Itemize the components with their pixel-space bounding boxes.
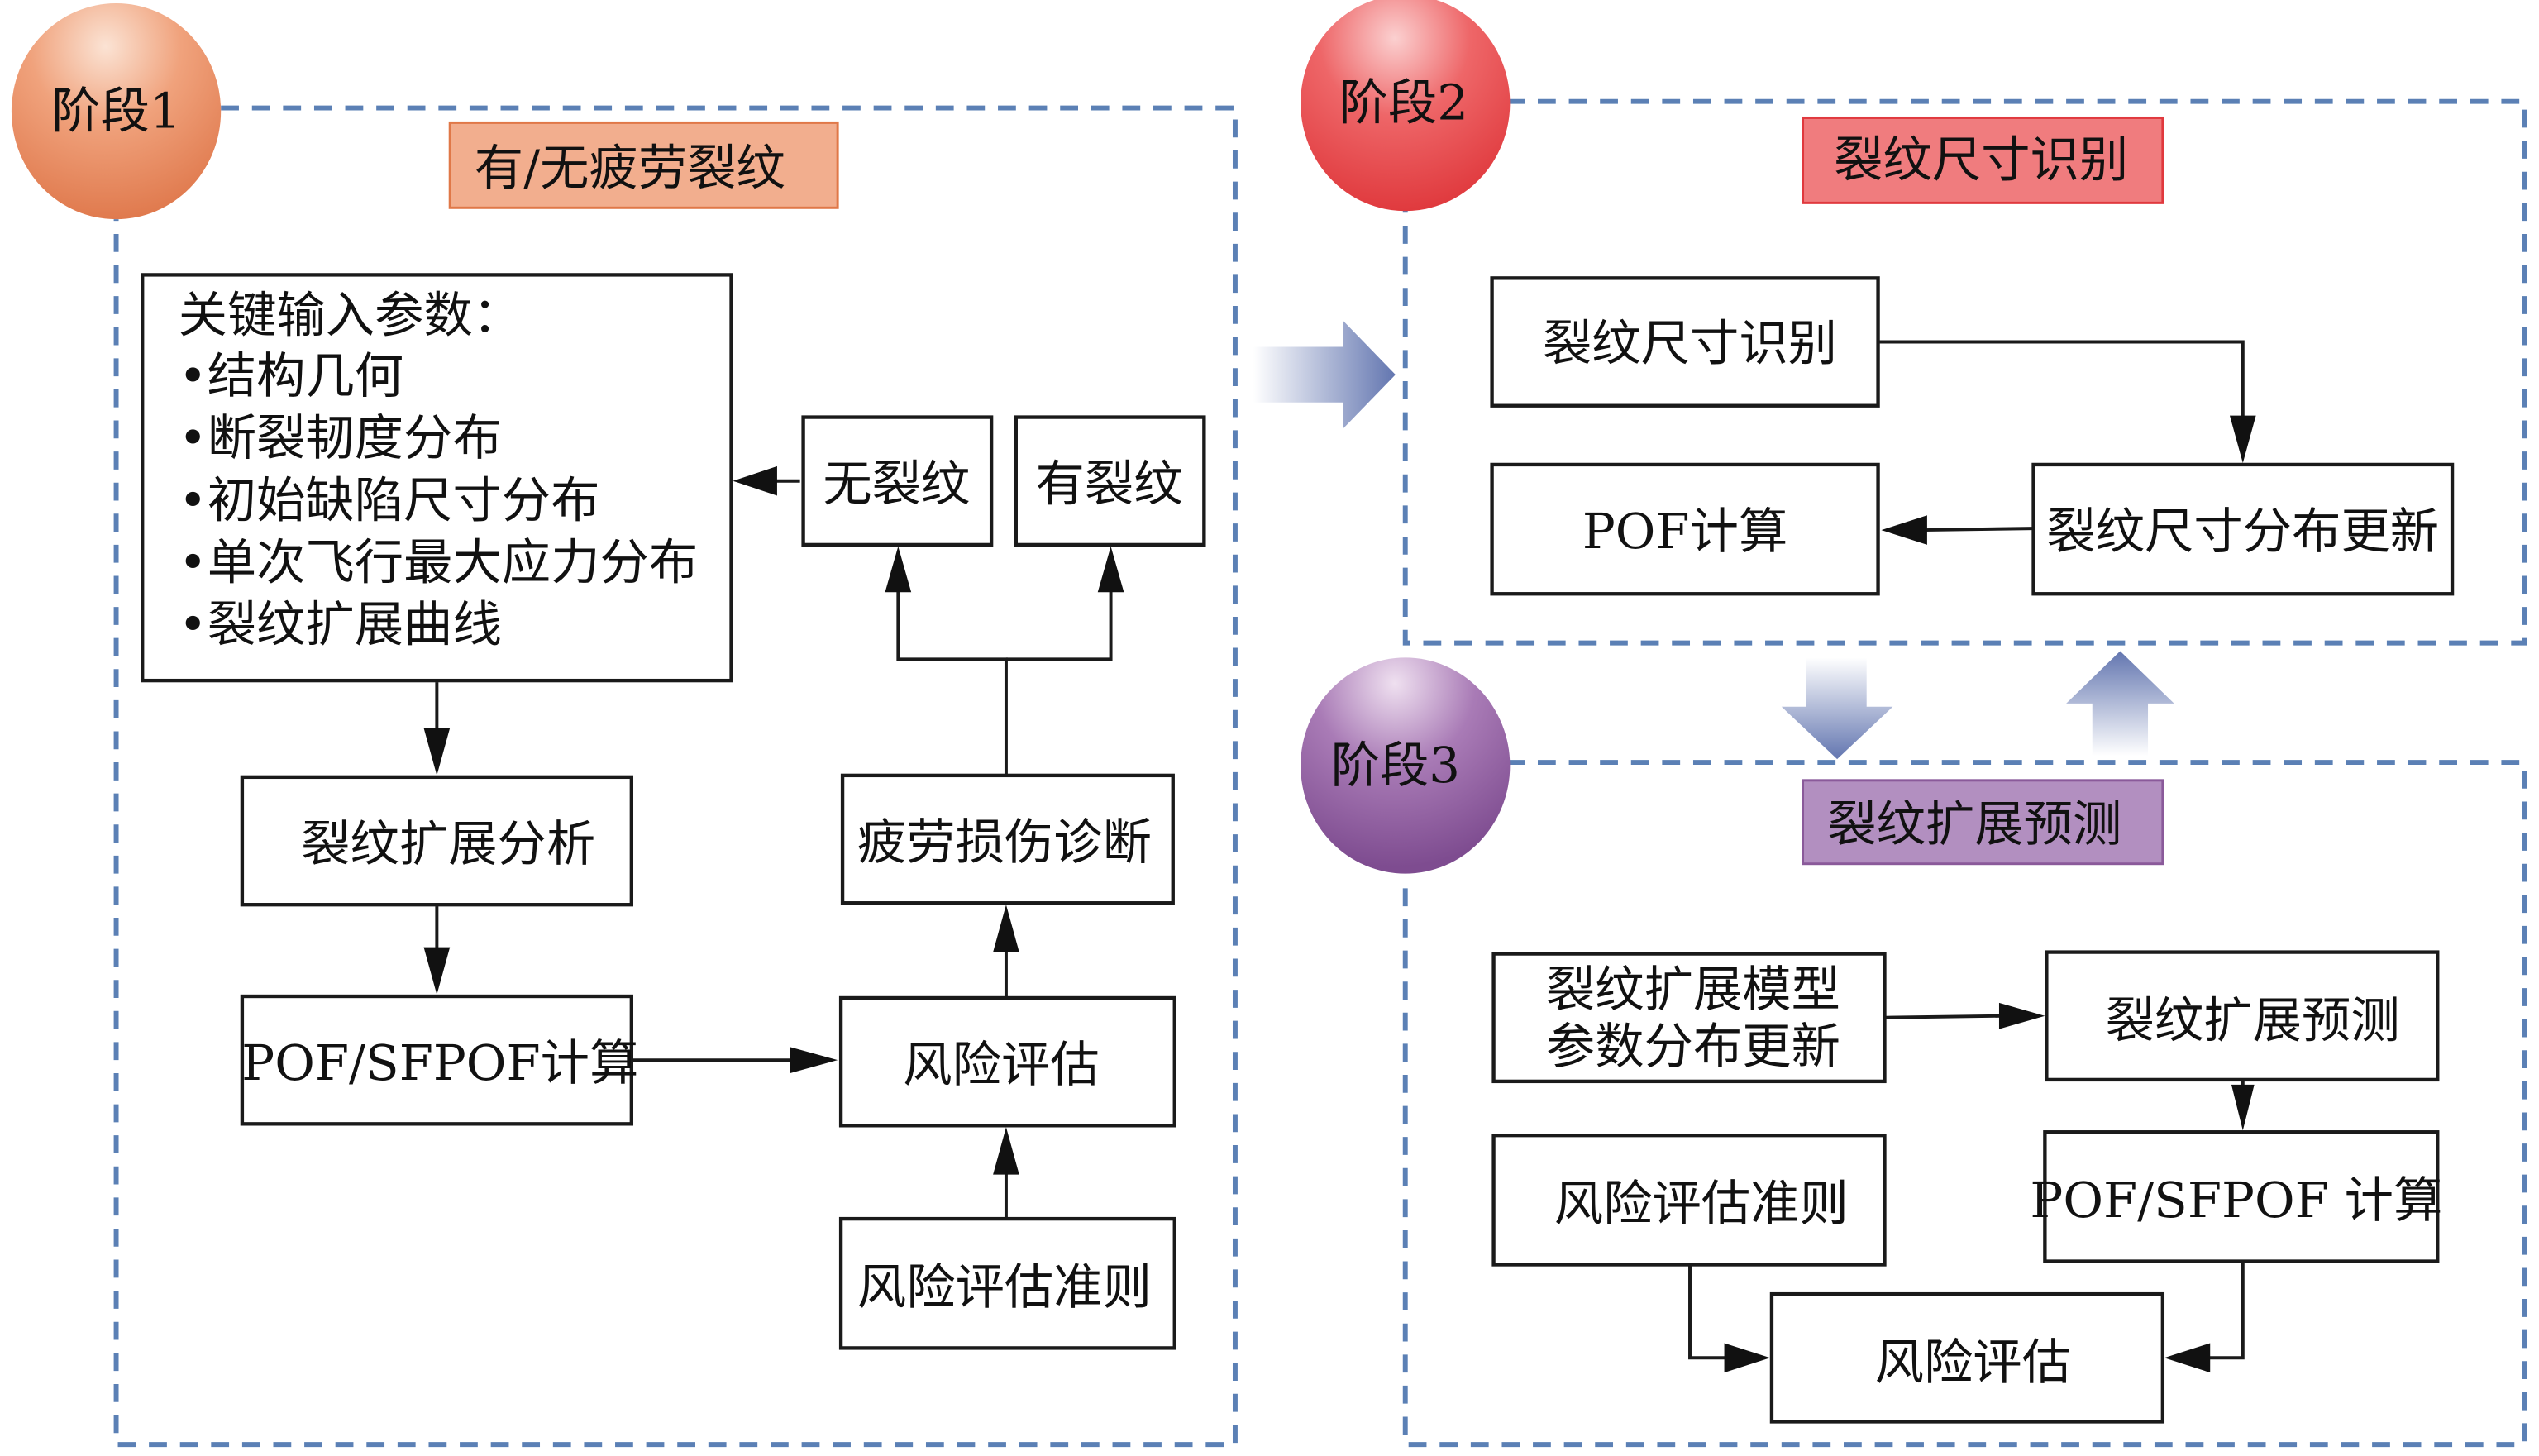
key-input-item: •初始缺陷尺寸分布 bbox=[179, 471, 600, 528]
arrowhead bbox=[423, 947, 451, 995]
risk-assessment-box-3 bbox=[1769, 1291, 2165, 1424]
stage-2-frame bbox=[1402, 98, 2527, 646]
transition-arrow-down-icon bbox=[1781, 657, 1893, 760]
stage-3-connectors bbox=[1688, 1002, 2255, 1373]
risk-assessment-box bbox=[838, 995, 1176, 1128]
pof-sfpof-label: POF/SFPOF计算 bbox=[241, 1034, 638, 1091]
no-crack-box bbox=[801, 415, 994, 547]
arrowhead bbox=[733, 465, 777, 496]
arrowhead bbox=[1724, 1343, 1770, 1373]
stage-2-label: 裂纹尺寸识别 bbox=[1834, 131, 2128, 189]
pof-sfpof-label-3: POF/SFPOF 计算 bbox=[2030, 1172, 2442, 1229]
risk-assessment-label: 风险评估 bbox=[903, 1036, 1099, 1093]
arrowhead bbox=[993, 1127, 1019, 1175]
fatigue-diagnosis-box bbox=[840, 773, 1175, 905]
has-crack-label: 有裂纹 bbox=[1036, 455, 1183, 512]
key-input-item: •单次飞行最大应力分布 bbox=[179, 533, 698, 590]
crack-size-update-box bbox=[2031, 462, 2455, 596]
stage-3-badge bbox=[1301, 657, 1511, 874]
model-param-update-label-line1: 裂纹扩展模型 bbox=[1546, 961, 1840, 1018]
pof-sfpof-box-3 bbox=[2043, 1130, 2440, 1263]
model-param-update-label-line2: 参数分布更新 bbox=[1546, 1018, 1840, 1075]
crack-growth-prediction-label: 裂纹扩展预测 bbox=[2106, 991, 2400, 1048]
key-input-item: •断裂韧度分布 bbox=[179, 409, 502, 466]
pof-calc-label: POF计算 bbox=[1582, 503, 1787, 560]
risk-criteria-box-3 bbox=[1491, 1134, 1887, 1267]
arrowhead bbox=[2231, 1084, 2255, 1131]
stage-1-badge bbox=[11, 2, 222, 220]
has-crack-box bbox=[1014, 415, 1206, 547]
stage-3-label-box bbox=[1802, 779, 2164, 866]
stage-2-badge bbox=[1301, 0, 1511, 212]
crack-growth-analysis-box bbox=[240, 775, 634, 907]
risk-criteria-label: 风险评估准则 bbox=[857, 1258, 1152, 1315]
transition-arrow-up-icon bbox=[2066, 651, 2174, 757]
fatigue-diagnosis-label: 疲劳损伤诊断 bbox=[857, 814, 1152, 871]
arrowhead bbox=[1881, 515, 1927, 545]
stage-3-group: 阶段3 裂纹扩展预测 裂纹扩展模型 参数分布更新 裂纹扩展预测 风险评估准则 P… bbox=[1301, 657, 2527, 1448]
stage-1-group: 阶段1 有/无疲劳裂纹 关键输入参数： •结构几何 •断裂韧度分布 •初始缺陷尺… bbox=[11, 2, 1238, 1448]
arrowhead bbox=[790, 1047, 838, 1073]
arrowhead bbox=[1097, 546, 1124, 593]
stage-1-badge-text: 阶段1 bbox=[51, 82, 180, 139]
crack-size-id-box bbox=[1490, 276, 1880, 408]
crack-growth-analysis-label: 裂纹扩展分析 bbox=[301, 815, 595, 872]
crack-growth-prediction-box bbox=[2045, 950, 2440, 1082]
transition-arrow-right-icon bbox=[1253, 320, 1396, 429]
no-crack-label: 无裂纹 bbox=[823, 455, 970, 512]
arrowhead bbox=[2229, 415, 2256, 463]
arrowhead bbox=[1998, 1002, 2045, 1029]
stage-2-connectors bbox=[1879, 340, 2256, 545]
stage-1-label-box bbox=[448, 121, 839, 209]
stage-1-label: 有/无疲劳裂纹 bbox=[475, 140, 785, 197]
stage-2-badge-text: 阶段2 bbox=[1339, 74, 1468, 131]
arrowhead bbox=[2164, 1343, 2211, 1373]
key-input-item: •裂纹扩展曲线 bbox=[179, 596, 502, 653]
stage-2-group: 阶段2 裂纹尺寸识别 裂纹尺寸识别 POF计算 裂纹尺寸分布更新 bbox=[1301, 0, 2527, 646]
arrowhead bbox=[993, 905, 1019, 952]
pof-sfpof-box bbox=[240, 994, 634, 1126]
stage-1-connectors bbox=[423, 465, 1124, 1218]
stage-3-badge-text: 阶段3 bbox=[1331, 737, 1460, 794]
risk-assessment-label-3: 风险评估 bbox=[1875, 1334, 2071, 1391]
crack-size-update-label: 裂纹尺寸分布更新 bbox=[2046, 503, 2439, 560]
risk-criteria-label-3: 风险评估准则 bbox=[1554, 1175, 1849, 1232]
arrowhead bbox=[885, 546, 912, 593]
stage-2-label-box bbox=[1802, 116, 2164, 204]
risk-criteria-box bbox=[838, 1216, 1176, 1350]
stage-3-label: 裂纹扩展预测 bbox=[1827, 795, 2121, 852]
key-input-params-title: 关键输入参数： bbox=[179, 287, 522, 344]
arrowhead bbox=[423, 728, 451, 776]
key-input-params-box bbox=[141, 273, 733, 683]
model-param-update-box bbox=[1491, 952, 1887, 1084]
crack-size-id-label: 裂纹尺寸识别 bbox=[1543, 314, 1837, 371]
key-input-item: •结构几何 bbox=[179, 347, 403, 404]
pof-calc-box bbox=[1490, 462, 1880, 596]
